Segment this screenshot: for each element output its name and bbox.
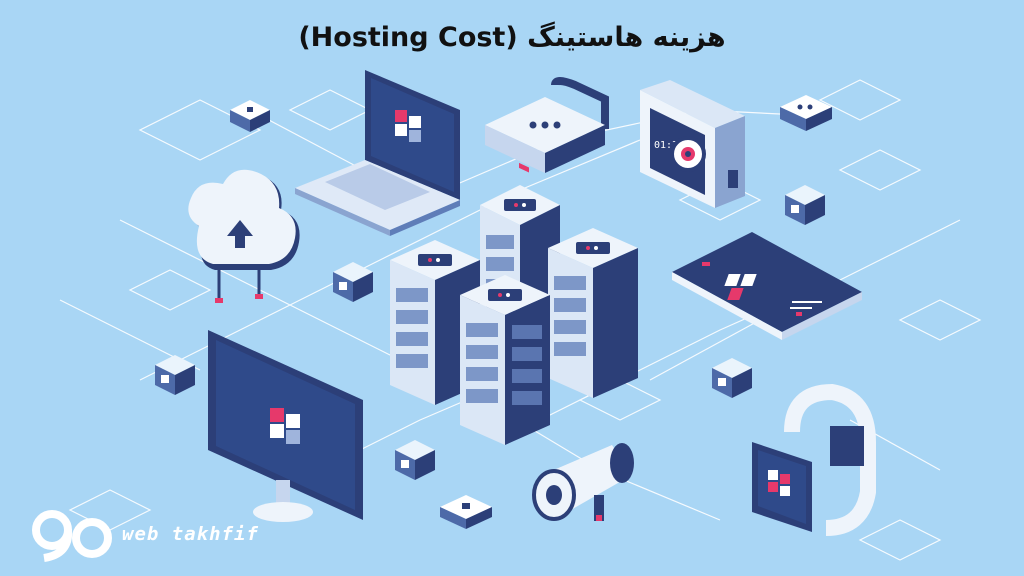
network-node-icon bbox=[712, 358, 752, 398]
router-icon bbox=[485, 77, 609, 173]
brand-name: web takhfif bbox=[122, 523, 259, 545]
network-node-icon bbox=[785, 185, 825, 225]
camera-time: 01:37 bbox=[654, 140, 684, 151]
brand-watermark: web takhfif bbox=[30, 508, 260, 562]
network-nodes bbox=[155, 95, 832, 529]
brand-logo-icon bbox=[32, 510, 112, 562]
network-node-icon bbox=[155, 355, 195, 395]
server-rack-icon bbox=[460, 275, 550, 445]
cloud-upload-icon bbox=[188, 169, 300, 303]
megaphone-icon bbox=[532, 443, 634, 521]
network-node-icon bbox=[440, 495, 492, 529]
smartwatch-icon bbox=[752, 383, 876, 536]
network-node-icon bbox=[780, 95, 832, 131]
server-cluster bbox=[390, 185, 638, 445]
network-node-icon bbox=[230, 100, 270, 132]
banner-title: هزینه هاستینگ (Hosting Cost) bbox=[298, 22, 726, 53]
laptop-icon bbox=[295, 70, 460, 236]
tablet-icon bbox=[672, 232, 862, 340]
network-node-icon bbox=[333, 262, 373, 302]
server-rack-icon bbox=[548, 228, 638, 398]
monitor-icon bbox=[208, 330, 363, 522]
network-node-icon bbox=[395, 440, 435, 480]
action-camera-icon: 01:37 bbox=[640, 80, 745, 208]
